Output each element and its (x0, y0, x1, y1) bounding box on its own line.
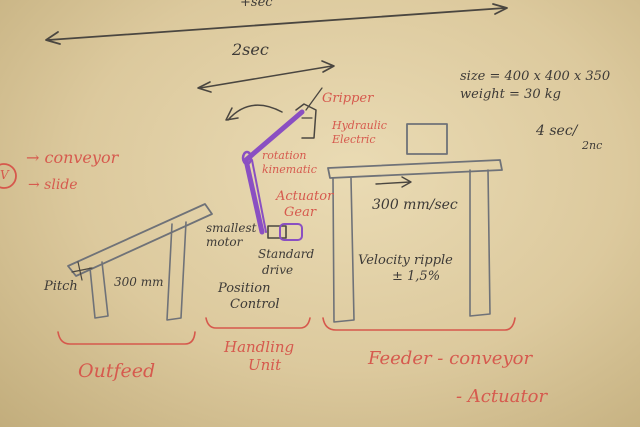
size-label: size = 400 x 400 x 350 (460, 69, 611, 84)
feeder-box (406, 123, 448, 155)
outfeed-bracket (57, 331, 196, 345)
pitch-label: Pitch (44, 279, 78, 294)
rate-unit-label: 2nc (582, 139, 603, 152)
handling-label: Handling (224, 338, 295, 356)
rotation-label: rotation (262, 149, 307, 162)
robot-time-label: 2sec (232, 40, 269, 59)
hydraulic-label: Hydraulic (332, 119, 387, 132)
position-label: Position (218, 281, 271, 296)
feeder-conveyor (327, 159, 503, 179)
motor-label: motor (206, 235, 243, 249)
kinematic-label: kinematic (262, 163, 317, 176)
electric-label: Electric (332, 133, 376, 146)
robot-arm (243, 109, 305, 235)
rotation-arrow (227, 104, 283, 121)
weight-label: weight = 30 kg (460, 87, 561, 102)
top-timeline-arrow (47, 7, 506, 41)
actuator-option-label: - Actuator (456, 386, 548, 407)
standard-label: Standard (258, 247, 315, 261)
speed-label: 300 mm/sec (372, 197, 458, 213)
option-v-label: V (0, 168, 9, 182)
handling-bracket (205, 317, 311, 329)
slide-option-label: → slide (28, 177, 78, 193)
drive-label: drive (262, 263, 294, 277)
unit-label: Unit (248, 356, 282, 374)
top-time-label: +sec (240, 0, 273, 10)
feeder-bracket (322, 317, 516, 331)
actuator-label: Actuator (276, 189, 334, 204)
tolerance-label: ± 1,5% (392, 269, 441, 284)
conveyor-option-label: → conveyor (26, 148, 119, 167)
rate-label: 4 sec/ (536, 123, 578, 139)
feeder-label: Feeder - conveyor (368, 348, 533, 369)
option-circle (0, 163, 17, 189)
outfeed-conveyor (67, 203, 213, 277)
control-label: Control (230, 297, 280, 312)
outfeed-label: Outfeed (78, 360, 156, 382)
gripper-label: Gripper (322, 91, 374, 106)
smallest-label: smallest (206, 221, 257, 235)
robot-timeline-arrow (199, 65, 333, 89)
gear-label: Gear (284, 205, 317, 220)
velocity-label: Velocity ripple (358, 253, 453, 268)
outfeed-length-label: 300 mm (114, 275, 164, 289)
